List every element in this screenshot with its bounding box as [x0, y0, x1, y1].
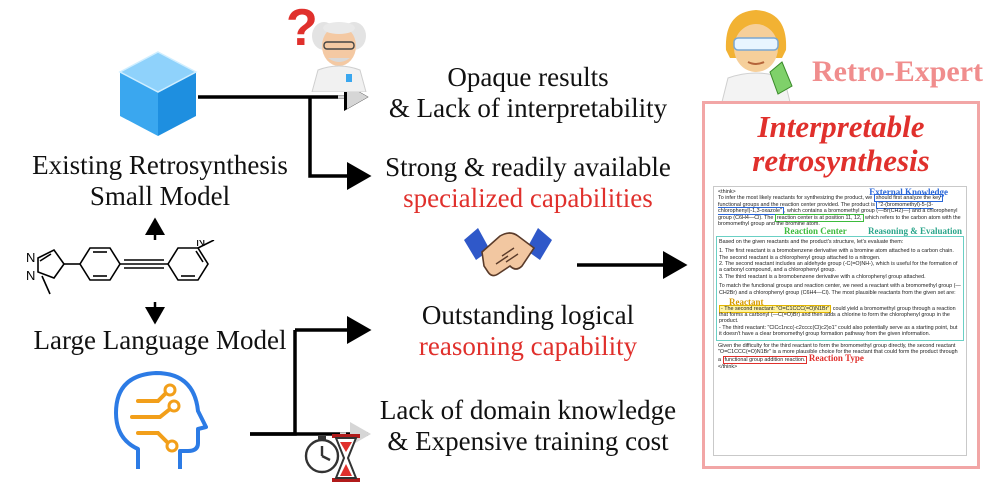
specialized-capabilities-text: specialized capabilities [403, 183, 653, 213]
question-mark-icon: ? [286, 0, 318, 57]
tag-reactant: Reactant [729, 297, 764, 308]
tag-reaction-center: Reaction Center [784, 226, 847, 237]
panel-heading: Interpretable [757, 109, 925, 144]
svg-text:N: N [26, 268, 35, 283]
tag-reaction-type: Reaction Type [808, 353, 864, 364]
existing-model-label: Existing Retrosynthesis [32, 150, 288, 180]
strong-capabilities-text: Strong & readily available [385, 152, 671, 182]
ai-head-icon [114, 371, 208, 469]
existing-model-label-2: Small Model [89, 181, 231, 211]
expensive-training-text: & Expensive training cost [387, 426, 669, 456]
lack-domain-knowledge-text: Lack of domain knowledge [379, 395, 677, 425]
handshake-icon [464, 228, 552, 277]
cube-icon [118, 51, 198, 136]
panel-heading-2: retrosynthesis [752, 143, 930, 178]
retro-expert-title: Retro-Expert [812, 55, 984, 88]
hourglass-icon [304, 434, 360, 482]
lack-interpretability-text: & Lack of interpretability [388, 93, 668, 123]
reasoning-capability-text: reasoning capability [418, 331, 638, 361]
retro-expert-panel: Interpretable retrosynthesis <think> Ext… [702, 101, 980, 469]
woman-scientist-icon [721, 10, 793, 102]
molecule-structure: N N N [26, 240, 215, 295]
tag-external-knowledge: External Knowledge [869, 187, 948, 197]
reasoning-trace: <think> External Knowledge To infer the … [713, 186, 967, 456]
svg-text:N: N [26, 250, 35, 265]
llm-label: Large Language Model [33, 325, 287, 355]
tag-reasoning-evaluation: Reasoning & Evaluation [867, 226, 962, 237]
arrow-cube-to-strong [308, 97, 372, 190]
scientist-icon [311, 22, 367, 92]
svg-text:N: N [196, 240, 205, 249]
logical-reasoning-text: Outstanding logical [421, 300, 635, 330]
opaque-results-text: Opaque results [447, 62, 609, 92]
